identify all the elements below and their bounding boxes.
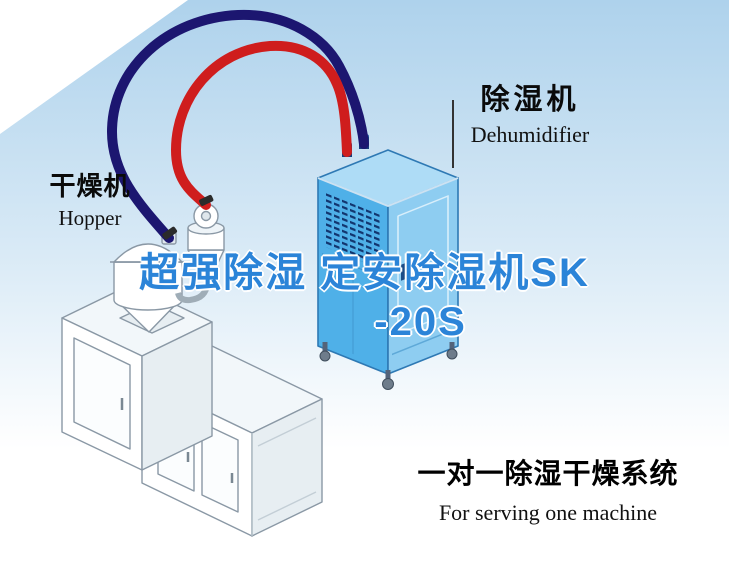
caption-cn: 一对一除湿干燥系统 [417, 458, 679, 489]
casters [319, 342, 458, 390]
hose-clamp [199, 194, 214, 206]
cyclone-motor-hub [200, 210, 212, 222]
blue-hose [106, 9, 369, 243]
caster-wheel [446, 348, 458, 360]
machine-panel [73, 337, 131, 450]
hopper-label: 干燥机 Hopper [30, 166, 150, 231]
dehumidifier-cabinet [317, 149, 459, 375]
cyclone-pipe [175, 283, 210, 304]
service-door [392, 195, 454, 356]
hose-clamp [162, 226, 178, 240]
red-hose [170, 40, 352, 210]
extruder-machine [61, 283, 323, 537]
hopper-dome [113, 243, 183, 263]
machine-panel [201, 422, 239, 513]
dehumidifier-label-cn: 除湿机 [480, 84, 580, 116]
dehumidifier-label-en: Dehumidifier [470, 122, 590, 147]
caption-en: For serving one machine [438, 500, 658, 525]
cabinet-side-face [141, 321, 213, 471]
hopper-assembly [110, 203, 225, 334]
bottom-caption: 一对一除湿干燥系统 For serving one machine [408, 452, 688, 526]
caster-wheel [319, 350, 331, 362]
caster-wheel [382, 378, 394, 390]
dehumidifier-label: 除湿机 Dehumidifier [458, 76, 602, 148]
hopper-label-en: Hopper [58, 206, 122, 230]
hopper-body [113, 261, 183, 311]
corner-fold [0, 0, 188, 134]
door-handle [401, 263, 405, 281]
vent-grille [322, 192, 384, 355]
hopper-label-cn: 干燥机 [49, 171, 131, 201]
